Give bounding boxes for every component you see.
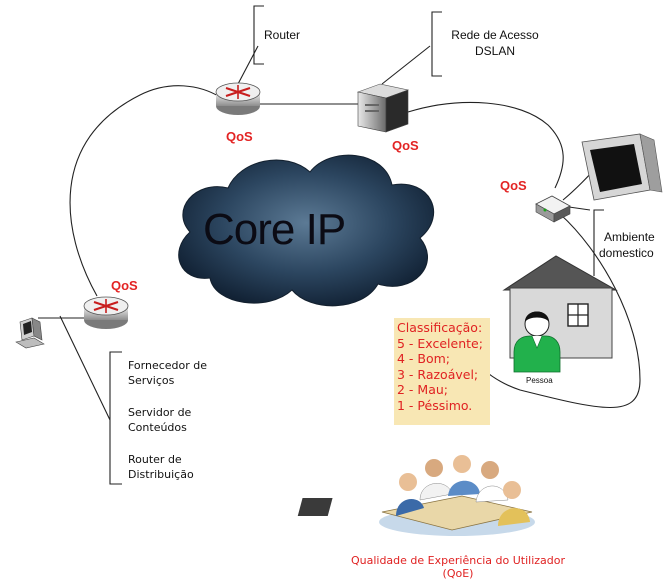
qoe-caption-line1: Qualidade de Experiência do Utilizador <box>350 554 566 567</box>
rede-label-line2: DSLAN <box>474 44 515 58</box>
qos-label-modem: QoS <box>500 178 527 193</box>
dslan-label-bracket <box>431 11 442 77</box>
router-left-icon <box>83 296 129 329</box>
classification-item: 3 - Razoável; <box>397 366 479 382</box>
classification-item: 4 - Bom; <box>397 351 451 367</box>
link-dslan-to-dslan-label <box>381 45 431 85</box>
core-ip-cloud <box>178 154 435 307</box>
ambiente-label-line2: domestico <box>599 246 654 260</box>
tv-monitor-icon <box>581 133 663 201</box>
link-router-left-to-router-top <box>69 85 221 297</box>
classification-item: 2 - Mau; <box>397 382 448 398</box>
distribuicao-label-line2: Distribuição <box>128 468 194 481</box>
meeting-people-image <box>297 455 535 536</box>
core-ip-label: Core IP <box>203 205 346 254</box>
classification-title: Classificação: <box>397 320 483 335</box>
connection-lines <box>69 45 641 408</box>
router-top-icon <box>215 82 261 115</box>
classification-item: 5 - Excelente; <box>397 335 483 351</box>
qos-label-router-top: QoS <box>226 129 253 144</box>
modem-icon <box>535 195 571 223</box>
person-icon <box>513 311 561 373</box>
rede-label-line1: Rede de Acesso <box>451 28 539 42</box>
dslan-server-icon <box>356 83 410 133</box>
pessoa-label: Pessoa <box>526 376 553 385</box>
qoe-caption-line2: (QoE) <box>442 567 474 580</box>
qos-label-dslan: QoS <box>392 138 419 153</box>
ambiente-bracket <box>593 209 604 276</box>
fornecedor-label-line1: Fornecedor de <box>128 359 208 372</box>
brackets <box>38 5 604 485</box>
classification-item: 1 - Péssimo. <box>397 397 473 413</box>
qos-label-router-left: QoS <box>111 278 138 293</box>
pc-icon <box>15 317 45 349</box>
servidor-label-line1: Servidor de <box>128 406 192 419</box>
link-dslan-to-modem <box>407 101 564 189</box>
fornecedor-label-line2: Serviços <box>128 374 175 387</box>
distribuicao-label-line1: Router de <box>128 453 182 466</box>
router-label: Router <box>264 28 301 42</box>
ambiente-label-line1: Ambiente <box>604 230 655 244</box>
servidor-label-line2: Conteúdos <box>128 421 187 434</box>
link-router-to-router-label <box>237 45 259 85</box>
router-label-bracket <box>253 5 264 65</box>
classification-box: Classificação: 5 - Excelente; 4 - Bom; 3… <box>394 318 490 425</box>
services-bracket <box>59 315 122 485</box>
